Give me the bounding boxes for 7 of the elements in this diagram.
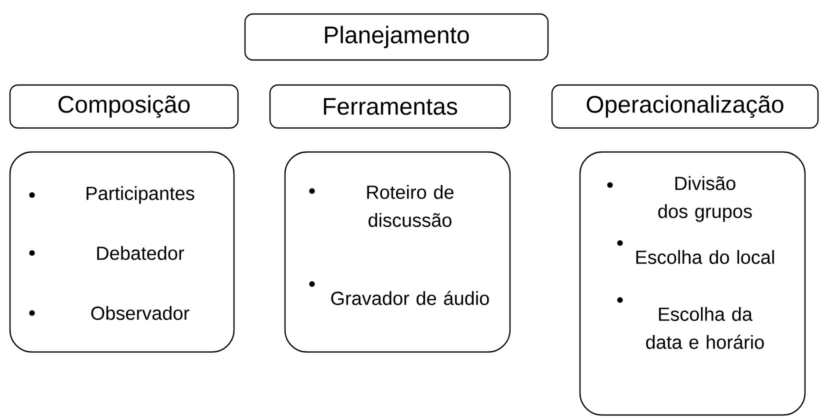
- heading-box: Operacionalização: [551, 84, 819, 129]
- heading-box: Composição: [9, 84, 239, 129]
- list-box: Participantes Debatedor Observador: [9, 151, 235, 353]
- heading-box: Ferramentas: [269, 84, 511, 129]
- heading-box: Planejamento: [244, 13, 549, 61]
- list-box: Roteiro de discussão Gravador de áudio: [284, 151, 511, 353]
- list-box: Divisão dos grupos Escolha do local Escolha da data e horário: [579, 151, 806, 416]
